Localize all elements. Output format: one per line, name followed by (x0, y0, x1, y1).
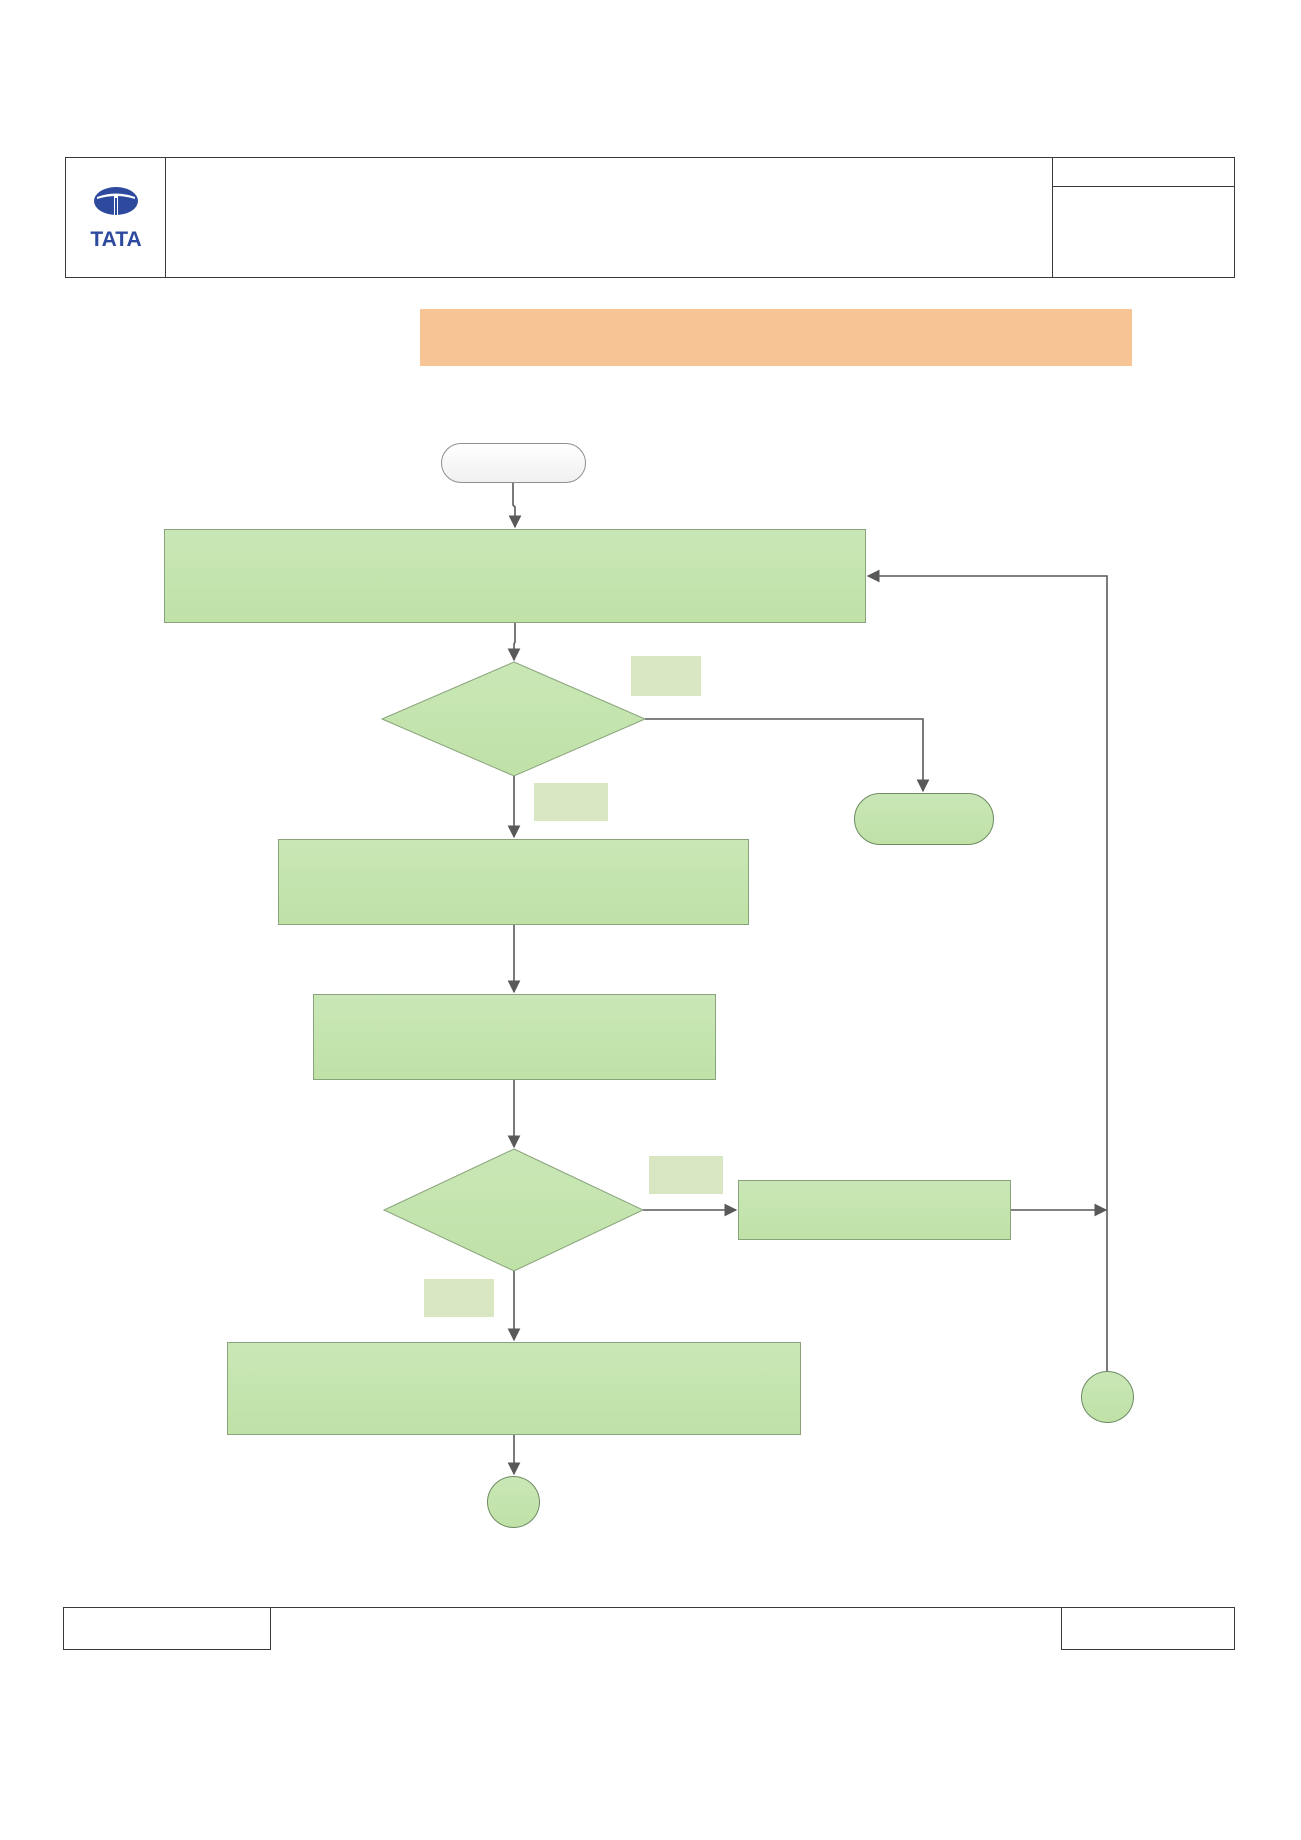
edge-loop-process1 (866, 569, 1108, 1371)
process-5-box (227, 1342, 801, 1435)
decision-2-branch-label-down (424, 1279, 494, 1317)
process-2-box (278, 839, 749, 925)
title-cell (166, 158, 1053, 277)
process-4-box (738, 1180, 1011, 1240)
decision-1-branch-label-down (534, 783, 608, 821)
tata-logo-icon (94, 187, 138, 216)
decision-1-diamond (380, 661, 647, 777)
document-footer (63, 1607, 1235, 1650)
end-terminal (854, 793, 994, 845)
edge-start-process1 (508, 483, 522, 529)
document-header: TATA (65, 157, 1235, 278)
meta-cell (1053, 158, 1234, 277)
footer-left-cell (63, 1608, 271, 1650)
section-banner (420, 309, 1132, 366)
start-terminal (441, 443, 586, 483)
decision-2-diamond (382, 1148, 645, 1272)
process-3-box (313, 994, 716, 1080)
edge-decision1-end (645, 718, 930, 793)
connector-right-circle (1081, 1371, 1134, 1423)
decision-1-branch-label-right (631, 656, 701, 696)
logo-cell: TATA (66, 158, 166, 277)
process-1-box (164, 529, 866, 623)
connector-bottom-circle (487, 1476, 540, 1528)
edge-process1-decision1 (507, 623, 521, 662)
logo-wordmark: TATA (90, 228, 142, 251)
decision-2-branch-label-right (649, 1156, 723, 1194)
meta-top-cell (1053, 158, 1234, 187)
footer-right-cell (1061, 1608, 1235, 1650)
